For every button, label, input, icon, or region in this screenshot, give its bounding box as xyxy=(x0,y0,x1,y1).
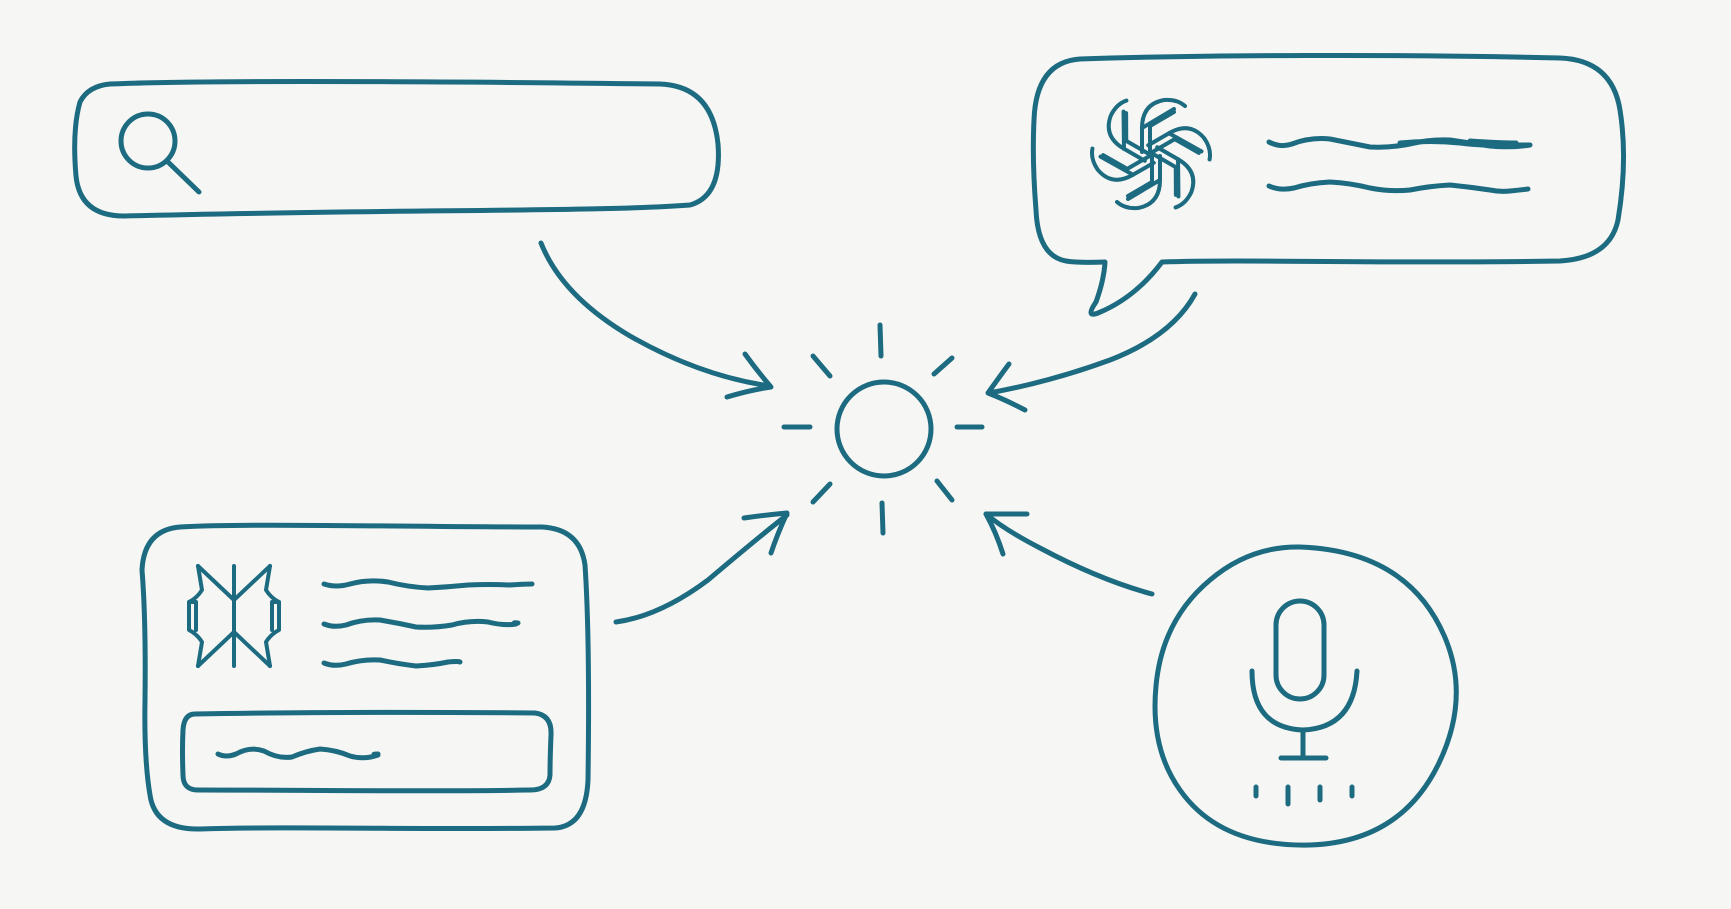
snippet-squiggle xyxy=(215,746,381,761)
arrow-voice-to-hub xyxy=(983,511,1155,597)
card-text-line-3 xyxy=(321,657,463,669)
sparkle-logo-icon xyxy=(187,564,281,668)
card-text-line-1 xyxy=(321,578,535,591)
arrow-search-to-hub xyxy=(538,240,774,400)
hub-core xyxy=(834,379,934,479)
web-card xyxy=(139,522,592,832)
openai-logo-icon xyxy=(1089,97,1213,211)
audio-level-ticks xyxy=(1253,784,1355,807)
sun-icon xyxy=(781,322,985,536)
text-squiggle-2 xyxy=(1266,179,1531,194)
voice-circle xyxy=(1152,544,1459,848)
search-icon xyxy=(118,111,202,195)
chat-bubble xyxy=(1030,52,1627,317)
card-text-line-2 xyxy=(321,617,521,630)
microphone-icon xyxy=(1249,598,1360,761)
arrow-chat-to-hub xyxy=(985,291,1198,413)
result-snippet-box xyxy=(180,709,554,794)
arrow-card-to-hub xyxy=(613,510,790,625)
search-bar xyxy=(72,78,721,219)
